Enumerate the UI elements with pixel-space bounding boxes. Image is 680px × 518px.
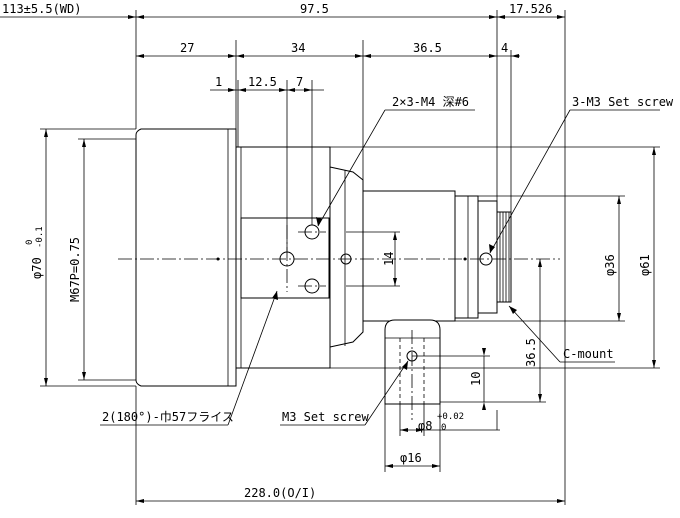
rear-ring-1 [454, 195, 479, 319]
set-screw-note: 3-M3 Set screw [572, 95, 674, 109]
iris-knob [384, 319, 441, 405]
dim-7: 7 [296, 75, 303, 89]
dim-phi-61: φ61 [638, 254, 652, 276]
dim-total-length: 228.0(O/I) [244, 486, 316, 500]
lens-body [135, 128, 512, 405]
dim-phi-70: φ70 [30, 257, 44, 279]
tap-note: 2×3-M4 深#6 [392, 95, 469, 109]
dim-phi-70-tol-bottom: -0.1 [35, 226, 45, 248]
front-barrel [135, 128, 237, 387]
dim-36-5: 36.5 [413, 41, 442, 55]
dim-27: 27 [180, 41, 194, 55]
thread-m67: M67P=0.75 [68, 237, 82, 302]
wd-label: 113±5.5(WD) [2, 2, 81, 16]
arrowheads [44, 15, 656, 503]
dim-phi-70-tol-top: 0 [25, 240, 35, 245]
dimension-lines [0, 10, 660, 505]
dim-phi-16: φ16 [400, 451, 422, 465]
dimension-labels: 113±5.5(WD) 97.5 17.526 27 34 36.5 4 1 1… [2, 2, 674, 500]
dim-phi-8-tol-bottom: 0 [441, 423, 446, 433]
dim-phi-8: φ8 [418, 419, 432, 433]
taper-section [329, 166, 364, 348]
dim-12-5: 12.5 [248, 75, 277, 89]
flat-window [240, 217, 330, 299]
dim-10: 10 [469, 372, 483, 386]
dim-4: 4 [501, 41, 508, 55]
dim-1: 1 [215, 75, 222, 89]
rear-barrel [362, 190, 456, 322]
c-mount-note: C-mount [563, 347, 614, 361]
dim-34: 34 [291, 41, 305, 55]
m3-set-screw-note: M3 Set screw [282, 410, 369, 424]
dim-97-5: 97.5 [300, 2, 329, 16]
dim-36-5-vertical: 36.5 [524, 338, 538, 367]
center-lines [118, 225, 560, 420]
flats-note: 2(180°)-巾57フライス [102, 410, 234, 424]
dim-17-526: 17.526 [509, 2, 552, 16]
dim-phi-36: φ36 [603, 254, 617, 276]
dim-14: 14 [382, 252, 396, 266]
dim-phi-8-tol-top: +0.02 [437, 412, 464, 422]
leader-lines [100, 109, 660, 426]
